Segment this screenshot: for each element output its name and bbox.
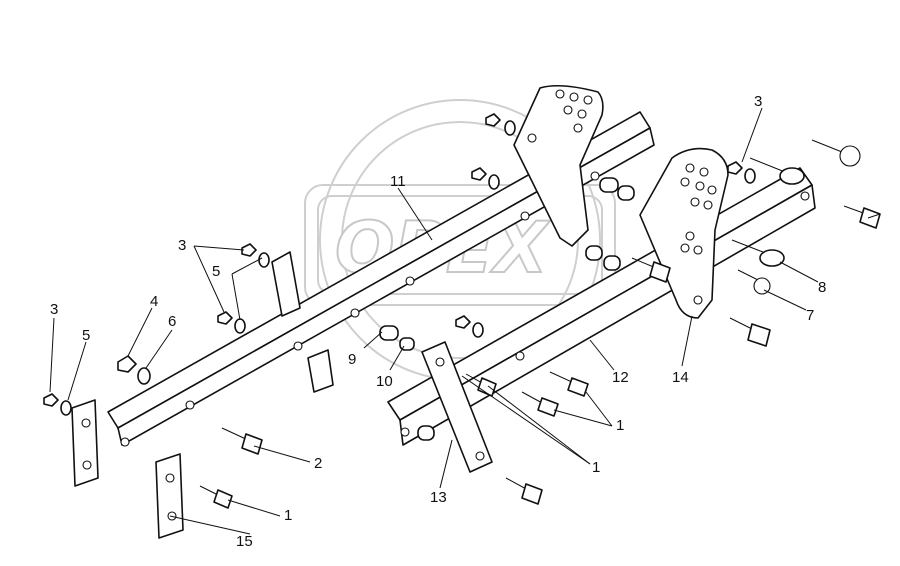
- callout-2: 2: [314, 455, 322, 472]
- bolt-2: [221, 427, 263, 455]
- callout-3: 3: [754, 93, 762, 110]
- callout-7: 7: [806, 307, 814, 324]
- callout-3: 3: [178, 237, 186, 254]
- nut-washer-left-top: [241, 243, 270, 268]
- callout-14: 14: [672, 369, 689, 386]
- bolt-1-front: [465, 373, 497, 397]
- callout-15: 15: [236, 533, 253, 550]
- callout-9: 9: [348, 351, 356, 368]
- part-13-plate: [421, 341, 493, 473]
- bolt-1-right-a: [549, 371, 589, 397]
- nut-washer-top-1: [485, 113, 516, 136]
- part-14-bracket: [639, 147, 729, 319]
- spacers: [379, 177, 635, 441]
- nut-washer-center: [455, 315, 484, 338]
- leader-lines: [49, 107, 881, 535]
- part-11-upper-bar: [107, 111, 655, 447]
- callout-8: 8: [818, 279, 826, 296]
- callout-5: 5: [212, 263, 220, 280]
- bolts: [199, 205, 881, 509]
- pin-upper: [749, 157, 805, 185]
- bolt-1-right-b: [521, 391, 559, 417]
- pins-and-clips: [731, 139, 861, 295]
- bolt-right-lower: [729, 317, 771, 347]
- part-15-plate: [155, 453, 184, 539]
- clip-upper: [811, 139, 861, 167]
- callout-6: 6: [168, 313, 176, 330]
- callout-labels: 3 5 4 6 3 5 11 3 9 10 2 1 15 13 1 1 12 1…: [50, 93, 826, 550]
- nut-washer-left-mid: [217, 311, 246, 334]
- clip-lower: [737, 269, 771, 295]
- part-clamp-plate: [271, 251, 334, 393]
- bolt-bracket: [631, 257, 671, 283]
- nut-washer-far-left: [43, 393, 72, 416]
- bolt-right-upper: [843, 205, 881, 229]
- callout-1: 1: [616, 417, 624, 434]
- callout-4: 4: [150, 293, 158, 310]
- callout-12: 12: [612, 369, 629, 386]
- part-plate-left: [71, 399, 99, 487]
- callout-10: 10: [376, 373, 393, 390]
- callout-3: 3: [50, 301, 58, 318]
- callout-1: 1: [284, 507, 292, 524]
- nut-washer-right: [727, 161, 756, 184]
- bolt-1-lower: [199, 485, 233, 509]
- part-back-bracket: [513, 84, 604, 247]
- nuts-washers: [43, 113, 756, 416]
- callout-1: 1: [592, 459, 600, 476]
- callout-5: 5: [82, 327, 90, 344]
- nut-washer-4-6: [117, 355, 151, 385]
- bolt-1-mid: [505, 477, 543, 505]
- nut-washer-top-2: [471, 167, 500, 190]
- pin-lower: [731, 239, 785, 267]
- callout-13: 13: [430, 489, 447, 506]
- callout-11: 11: [390, 173, 406, 190]
